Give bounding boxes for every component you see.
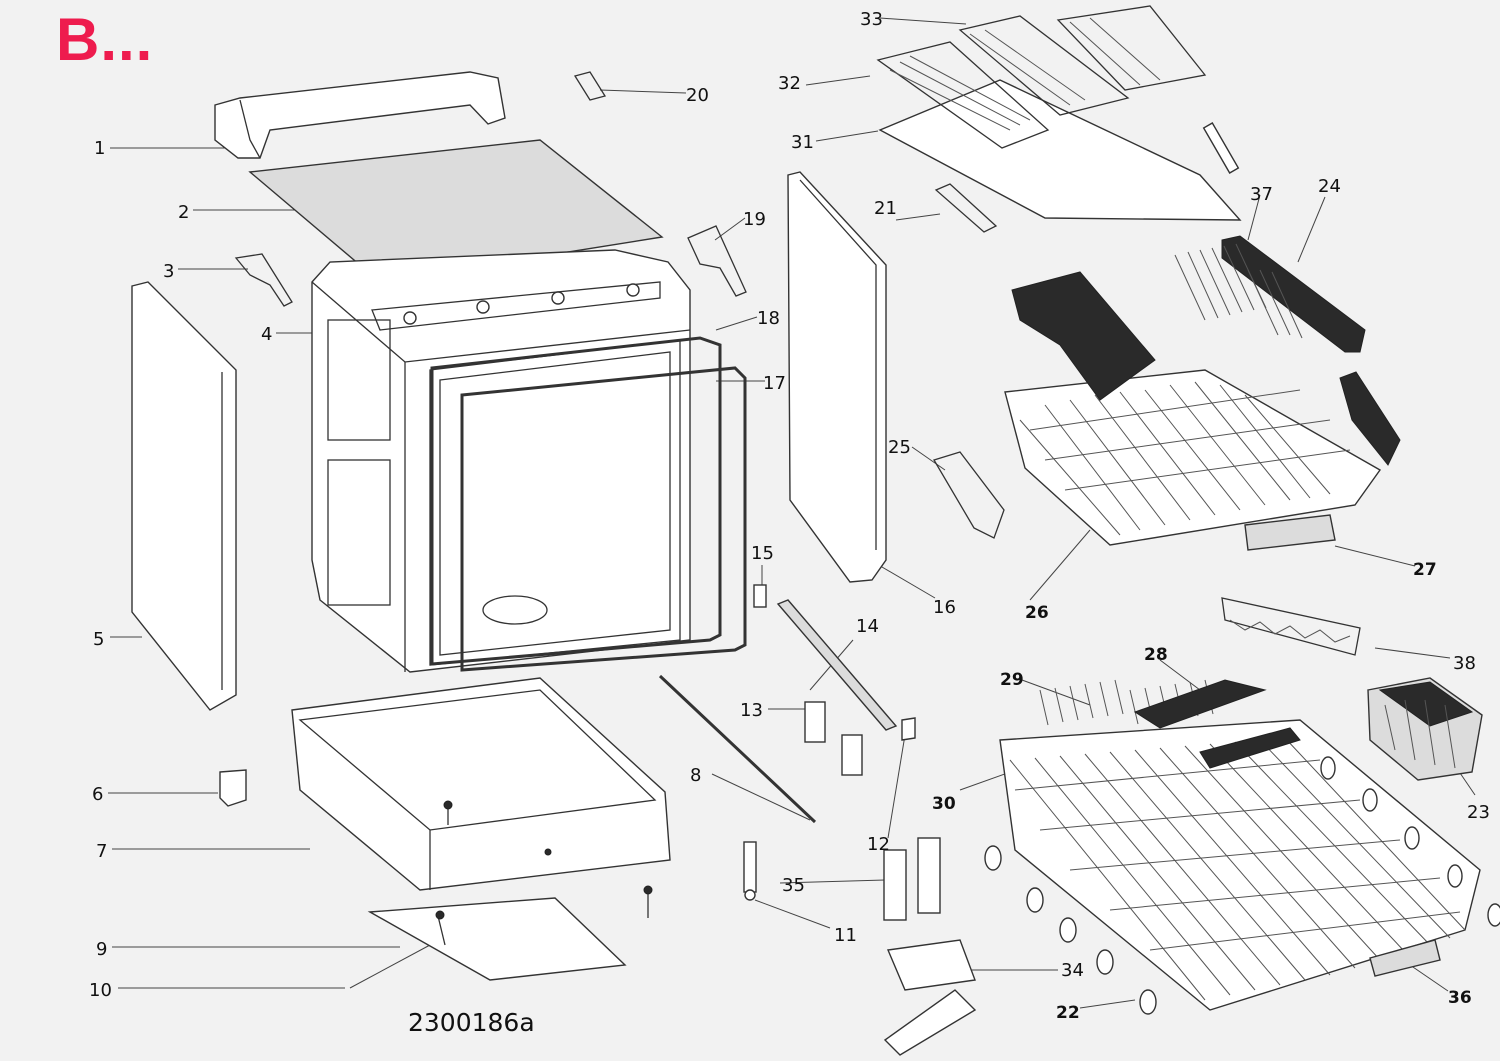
part-9-10-base-cover [367, 897, 627, 981]
callout-13: 13 [740, 700, 763, 721]
callout-5: 5 [93, 629, 104, 650]
part-26-upper-basket [1004, 369, 1382, 551]
callout-23: 23 [1467, 802, 1490, 823]
callout-6: 6 [92, 784, 103, 805]
part-4-tub-cabinet [311, 249, 691, 673]
callout-37: 37 [1250, 184, 1273, 205]
callout-30: 30 [932, 794, 956, 814]
callout-14: 14 [856, 616, 879, 637]
callout-17: 17 [763, 373, 786, 394]
callout-29: 29 [1000, 670, 1024, 690]
callout-8: 8 [690, 765, 701, 786]
part-cup-rack [1011, 271, 1156, 401]
callout-26: 26 [1025, 603, 1049, 623]
part-6-clip [219, 769, 247, 807]
callout-21: 21 [874, 198, 897, 219]
part-20-clip [573, 71, 607, 101]
callout-20: 20 [686, 85, 709, 106]
part-24-rack-right [1339, 371, 1401, 466]
callout-25: 25 [888, 437, 911, 458]
part-13-hinge-brackets [804, 701, 863, 776]
callout-2: 2 [178, 202, 189, 223]
callout-36: 36 [1448, 988, 1472, 1008]
corner-title: B... [56, 6, 154, 73]
callout-3: 3 [163, 261, 174, 282]
callout-1: 1 [94, 138, 105, 159]
part-22-wheels [984, 756, 1500, 1015]
callout-labels: 1 2 3 4 5 6 7 8 9 10 11 12 13 14 15 16 1… [89, 9, 1490, 1023]
part-8-rod [658, 674, 817, 824]
part-15-clip [753, 584, 767, 608]
callout-7: 7 [96, 841, 107, 862]
callout-22: 22 [1056, 1003, 1080, 1023]
part-18-door-gasket [430, 336, 722, 666]
part-5-side-panel [131, 281, 237, 711]
part-25-bracket [933, 451, 1005, 539]
part-28-rack-top [1133, 679, 1267, 729]
part-16-inner-door [787, 171, 887, 583]
callout-24: 24 [1318, 176, 1341, 197]
part-2-worktop [248, 139, 664, 283]
part-12-hinge [901, 717, 916, 741]
callout-32: 32 [778, 73, 801, 94]
part-35-hinges [883, 837, 941, 921]
part-1-top-handle [214, 71, 506, 159]
callout-19: 19 [743, 209, 766, 230]
part-30-lower-basket [999, 719, 1481, 1011]
part-28-rack-bottom [1199, 727, 1301, 769]
part-31-33-cutlery-tray [876, 5, 1242, 221]
callout-4: 4 [261, 324, 272, 345]
part-34-runners [883, 939, 977, 1056]
callout-18: 18 [757, 308, 780, 329]
part-24-rack [1221, 235, 1366, 353]
leader-lines [108, 17, 1476, 1009]
callout-28: 28 [1144, 645, 1168, 665]
drawing-code: 2300186a [408, 1008, 535, 1037]
part-36-handle [1369, 939, 1441, 977]
part-21-clip [934, 183, 998, 233]
callout-9: 9 [96, 939, 107, 960]
part-37-tines [1174, 243, 1303, 339]
part-3-bracket [234, 253, 293, 307]
part-38-bar [1221, 597, 1361, 656]
part-19-bracket [687, 225, 747, 297]
part-14-strip [776, 599, 898, 731]
callout-10: 10 [89, 980, 112, 1001]
callout-38: 38 [1453, 653, 1476, 674]
part-17-gasket [460, 366, 747, 672]
callout-16: 16 [933, 597, 956, 618]
callout-11: 11 [834, 925, 857, 946]
part-7-base-frame [291, 677, 671, 891]
callout-12: 12 [867, 834, 890, 855]
screws [443, 800, 653, 918]
callout-31: 31 [791, 132, 814, 153]
callout-33: 33 [860, 9, 883, 30]
callout-27: 27 [1413, 560, 1437, 580]
callout-35: 35 [782, 875, 805, 896]
part-23-cutlery-basket [1367, 677, 1483, 781]
callout-15: 15 [751, 543, 774, 564]
part-11-foot [743, 841, 757, 901]
callout-34: 34 [1061, 960, 1084, 981]
